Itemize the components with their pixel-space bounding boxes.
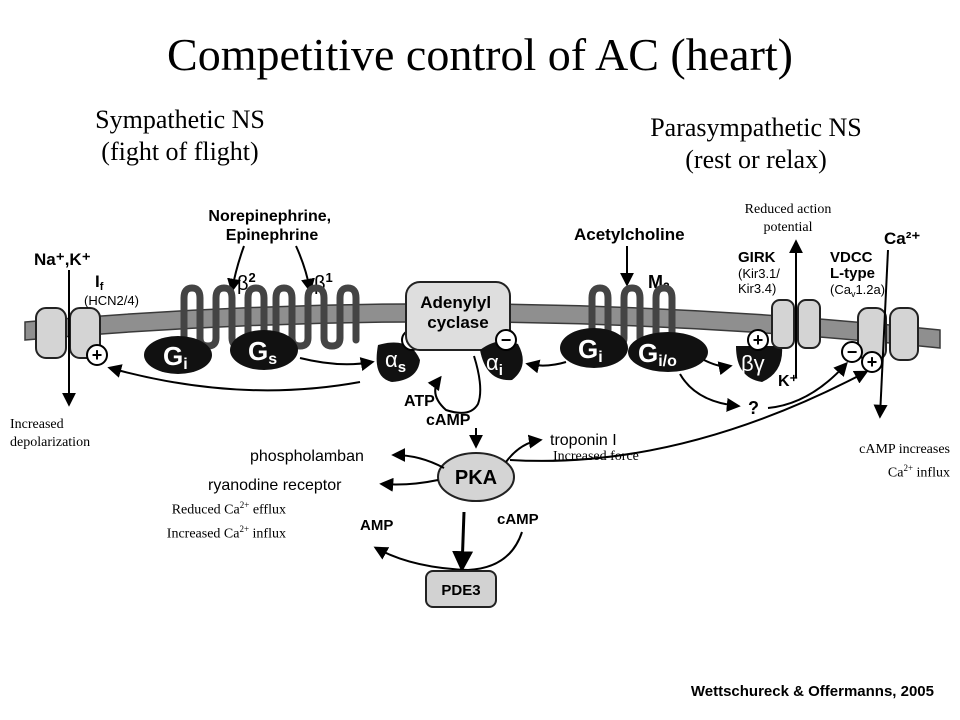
hcn-label: (HCN2/4) (84, 293, 139, 308)
gio-label: Gi/o (638, 338, 677, 370)
question-to-vdcc-arrow (767, 361, 848, 409)
k-plus-label: K⁺ (778, 373, 798, 390)
acetylcholine-label: Acetylcholine (574, 225, 685, 244)
increased-force-note: Increased force (553, 449, 639, 464)
alpha-i-label: αi (486, 350, 503, 379)
girk-channel (771, 299, 821, 349)
svg-text:+: + (753, 330, 764, 350)
vdcc-plus-symbol: + (861, 351, 883, 373)
ca2-label: Ca²⁺ (884, 229, 920, 248)
betagamma-label: βγ (741, 351, 765, 376)
troponin-label: troponin I (550, 432, 617, 449)
parasympathetic-header: Parasympathetic NS (rest or relax) (606, 112, 906, 176)
pka (437, 452, 515, 502)
gi-protein-right (560, 328, 628, 368)
girk-label: GIRK (Kir3.1/ Kir3.4) (738, 249, 784, 296)
phospholamban-label: phospholamban (250, 448, 364, 465)
gio-to-betagamma-arrow (703, 359, 733, 376)
svg-text:+: + (867, 352, 878, 372)
alpha-s-subunit (376, 342, 420, 382)
parasympathetic-subtitle: (rest or relax) (685, 145, 827, 174)
atp-label: ATP (404, 393, 435, 410)
pka-label: PKA (455, 467, 497, 489)
pka-to-phospholamban-arrow (391, 448, 445, 469)
gs-protein (230, 330, 298, 370)
alpha-i-minus-symbol: − (495, 329, 517, 351)
vdcc-minus-symbol: − (841, 341, 863, 363)
pka-to-pde3-arrow (452, 511, 474, 573)
betagamma-subunit (736, 346, 783, 382)
svg-text:−: − (847, 342, 858, 362)
beta1-label: β1 (314, 270, 333, 295)
ryanodine-label: ryanodine receptor (208, 477, 342, 494)
if-label: If (95, 272, 104, 293)
cell-membrane (24, 303, 941, 349)
citation: Wettschureck & Offermanns, 2005 (690, 683, 934, 700)
svg-text:−: − (501, 330, 512, 350)
svg-text:+: + (92, 345, 103, 365)
adenylyl-cyclase (405, 281, 511, 351)
alpha-s-label: αs (385, 347, 406, 376)
hcn-plus-symbol: + (86, 344, 108, 366)
pka-to-ryanodine-arrow (379, 477, 439, 492)
beta1-receptor (272, 284, 360, 350)
gi-to-alpha-i-arrow (525, 359, 567, 374)
gio-protein (628, 332, 708, 372)
gs-label: Gs (248, 336, 277, 368)
sympathetic-subtitle: (fight of flight) (101, 137, 259, 166)
ligand-to-beta2-arrow (227, 245, 245, 293)
pde3 (425, 570, 497, 608)
camp-label: cAMP (426, 412, 471, 429)
pka-to-troponin-arrow (505, 434, 543, 463)
page-title: Competitive control of AC (heart) (167, 29, 793, 80)
camp-increases-note: cAMP increases Ca2+ influx (859, 442, 950, 481)
gi-protein-left (144, 336, 212, 374)
betagamma-plus-symbol: + (747, 329, 769, 351)
ca-influx-arrow (873, 249, 889, 419)
amp-label: AMP (360, 517, 393, 534)
reduced-efflux-note: Reduced Ca2+ efflux Increased Ca2+ influ… (166, 500, 286, 542)
sympathetic-header: Sympathetic NS (fight of flight) (60, 104, 300, 168)
alpha-i-subunit (480, 341, 523, 381)
camp-to-amp-arrow (373, 531, 523, 572)
reduced-action-potential-note: Reduced action potential (744, 202, 832, 235)
increased-depolarization-note: Increased depolarization (10, 417, 91, 450)
beta2-receptor (180, 284, 268, 350)
vdcc-label: VDCC L-type (Cav1.2a) (830, 249, 885, 299)
atp-to-camp-arrow (427, 355, 482, 414)
gio-to-question-arrow (679, 373, 741, 412)
pde3-label: PDE3 (441, 582, 480, 599)
m2-receptor (588, 284, 676, 350)
question-label: ? (748, 398, 759, 418)
pka-to-vdcc-arrow (509, 370, 869, 462)
sympathetic-title: Sympathetic NS (95, 105, 265, 134)
norepinephrine-label: Norepinephrine, Epinephrine (208, 208, 335, 244)
ligand-to-beta1-arrow (295, 245, 315, 293)
gi-right-label: Gi (578, 334, 603, 366)
beta2-label: β2 (237, 270, 256, 295)
camp-pde-label: cAMP (497, 511, 539, 528)
adenylyl-cyclase-label: Adenylyl cyclase (420, 293, 496, 332)
vdcc-channel (857, 307, 919, 361)
gs-to-alpha-s-arrow (299, 357, 375, 371)
gi-to-hcn-arrow (107, 364, 361, 392)
gi-left-label: Gi (163, 341, 188, 373)
parasympathetic-title: Parasympathetic NS (650, 113, 862, 142)
na-k-label: Na⁺,K⁺ (34, 250, 91, 269)
